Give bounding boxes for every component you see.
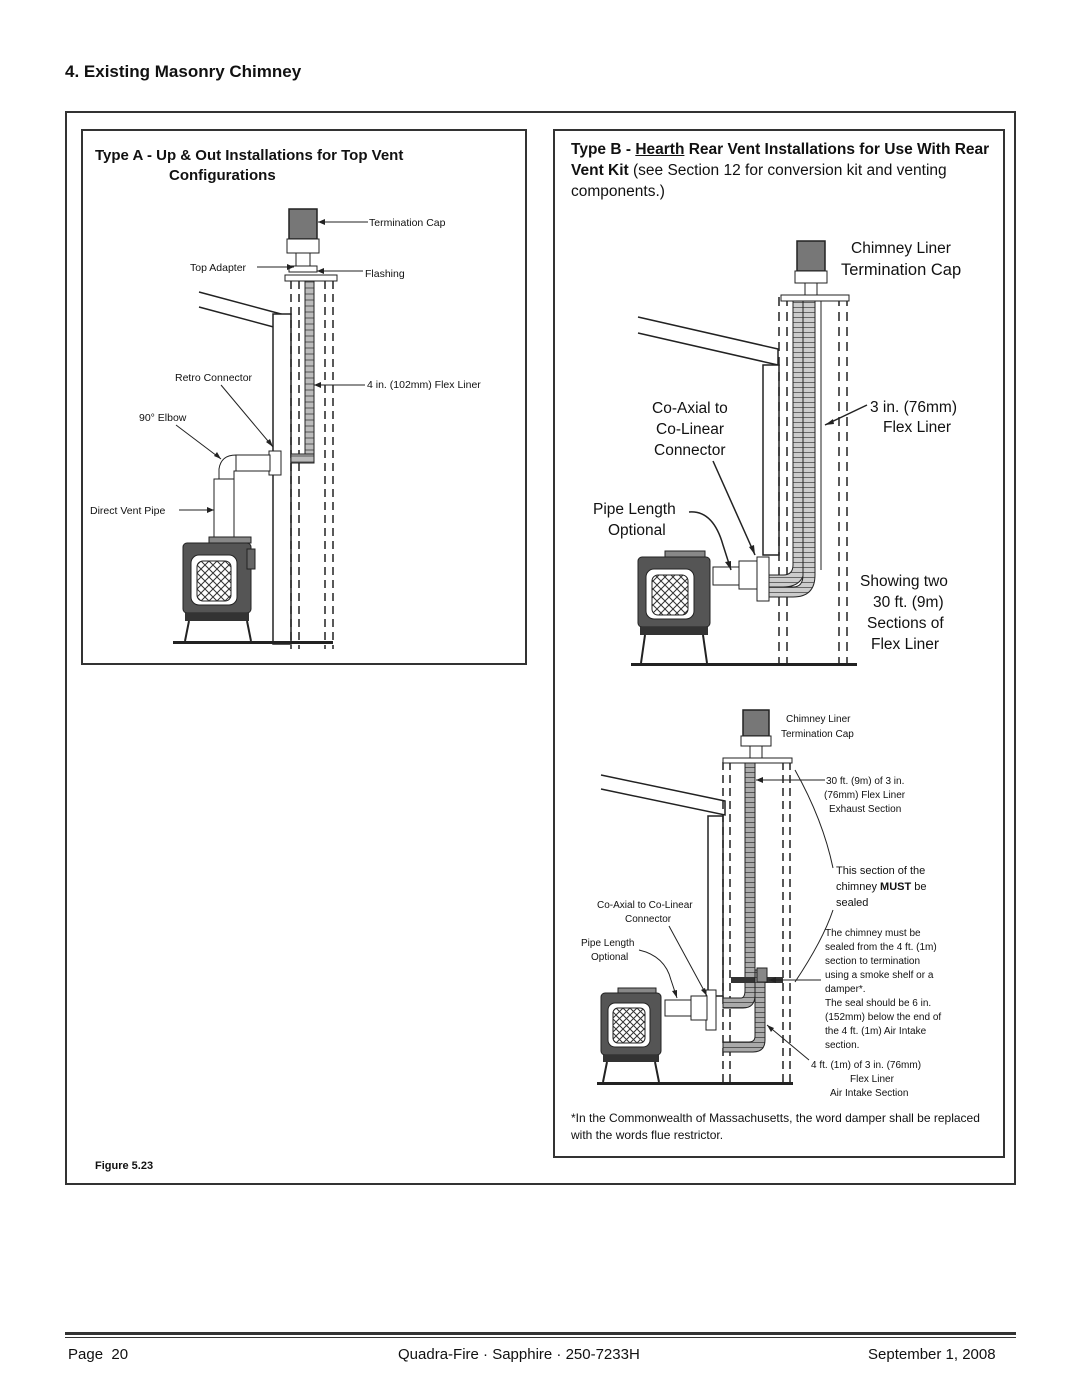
- label-c-seal-note: The chimney must be sealed from the 4 ft…: [825, 928, 941, 1051]
- label-c-exhaust-line1: 30 ft. (9m) of 3 in.: [826, 776, 904, 787]
- seal-note-3: using a smoke shelf or a: [825, 970, 934, 981]
- label-retro-connector: Retro Connector: [175, 372, 253, 384]
- label-b-showing-line1: Showing two: [860, 573, 948, 590]
- label-b-cap-line2: Termination Cap: [841, 261, 961, 279]
- label-direct-vent-pipe: Direct Vent Pipe: [90, 505, 165, 517]
- seal-note-2: section to termination: [825, 956, 920, 967]
- label-flashing: Flashing: [365, 268, 405, 280]
- panel-a-heading-line2: Configurations: [169, 167, 276, 184]
- footer-rule: [65, 1332, 1016, 1335]
- panel-b-heading-rest: Rear Vent Installations for Use: [684, 141, 913, 158]
- panel-b-heading-note: (see Section 12 for conversion kit and v…: [571, 162, 947, 200]
- roof-line: [198, 291, 282, 330]
- label-b-pipe-line2: Optional: [608, 522, 666, 539]
- section-title: 4. Existing Masonry Chimney: [65, 62, 302, 81]
- label-c-sealed-must: MUST: [880, 881, 911, 893]
- chimney-wall-left: [272, 313, 292, 645]
- seal-note-7: the 4 ft. (1m) Air Intake: [825, 1026, 927, 1037]
- stove-a: [173, 536, 333, 644]
- panel-b-heading-type: Type B -: [571, 141, 636, 158]
- seal-note-6: (152mm) below the end of: [825, 1012, 941, 1023]
- type-b-bottom-diagram: Chimney Liner Termination Cap 30 ft. (9m…: [581, 709, 941, 1099]
- termination-cap-a: [288, 208, 318, 240]
- label-c-intake-line2: Flex Liner: [850, 1074, 895, 1085]
- panel-b-heading-hearth: Hearth: [635, 141, 685, 158]
- label-b-showing-line4: Flex Liner: [871, 636, 939, 653]
- label-c-pipe-line2: Optional: [591, 952, 628, 963]
- label-elbow: 90° Elbow: [139, 412, 187, 424]
- label-c-sealed-line3: sealed: [836, 897, 868, 909]
- panel-b-heading-kit: With Rear Vent Kit: [571, 141, 990, 179]
- label-b-connector-line2: Co-Linear: [656, 421, 724, 438]
- panel-a-heading-line1: Type A - Up & Out Installations for Top …: [95, 147, 404, 164]
- label-c-intake-line1: 4 ft. (1m) of 3 in. (76mm): [811, 1060, 921, 1071]
- panel-b-heading: Type B - Hearth Rear Vent Installations …: [571, 139, 991, 202]
- seal-note-4: damper*.: [825, 984, 866, 995]
- footer-rule-thin: [65, 1337, 1016, 1338]
- label-top-adapter: Top Adapter: [190, 262, 247, 274]
- footer-document-id: Quadra-Fire · Sapphire · 250-7233H: [398, 1346, 640, 1363]
- footnote: *In the Commonwealth of Massachusetts, t…: [571, 1111, 980, 1142]
- label-b-connector-line1: Co-Axial to: [652, 400, 728, 417]
- footer-page-number: Page 20: [68, 1346, 129, 1363]
- label-c-sealed-line2: chimney MUST be: [836, 881, 927, 893]
- label-c-connector-line1: Co-Axial to Co-Linear: [597, 900, 693, 911]
- figure-frame: [65, 111, 1016, 1185]
- panel-a-heading: Type A - Up & Out Installations for Top …: [95, 146, 515, 186]
- label-b-connector-line3: Connector: [654, 442, 726, 459]
- label-b-liner-line2: Flex Liner: [883, 419, 951, 436]
- label-c-sealed-line2b: be: [911, 881, 926, 893]
- seal-note-0: The chimney must be: [825, 928, 921, 939]
- footer-date: September 1, 2008: [868, 1346, 996, 1363]
- type-a-diagram: Termination Cap Top Adapter Flashing Ret…: [90, 208, 481, 649]
- figure-label: Figure 5.23: [95, 1160, 154, 1172]
- label-termination-cap-a: Termination Cap: [369, 217, 446, 229]
- label-b-showing-line2: 30 ft. (9m): [873, 594, 944, 611]
- label-c-cap-line2: Termination Cap: [781, 729, 854, 740]
- seal-note-1: sealed from the 4 ft. (1m): [825, 942, 937, 953]
- type-b-top-diagram: Chimney Liner Termination Cap Co-Axial t…: [593, 240, 961, 666]
- label-c-pipe-line1: Pipe Length: [581, 938, 634, 949]
- label-c-connector-line2: Connector: [625, 914, 672, 925]
- seal-note-5: The seal should be 6 in.: [825, 998, 931, 1009]
- label-c-exhaust-line2: (76mm) Flex Liner: [824, 790, 906, 801]
- label-c-sealed-line2a: chimney: [836, 881, 880, 893]
- label-c-exhaust-line3: Exhaust Section: [829, 804, 901, 815]
- seal-note-8: section.: [825, 1040, 859, 1051]
- label-b-liner-line1: 3 in. (76mm): [870, 399, 957, 416]
- label-b-pipe-line1: Pipe Length: [593, 501, 676, 518]
- label-c-intake-line3: Air Intake Section: [830, 1088, 908, 1099]
- panel-type-b: [553, 129, 1005, 1158]
- label-c-sealed-line1: This section of the: [836, 865, 925, 877]
- label-b-cap-line1: Chimney Liner: [851, 240, 951, 257]
- panel-type-a: [81, 129, 527, 665]
- label-c-cap-line1: Chimney Liner: [786, 714, 851, 725]
- label-flex-liner-a: 4 in. (102mm) Flex Liner: [367, 379, 481, 391]
- label-b-showing-line3: Sections of: [867, 615, 944, 632]
